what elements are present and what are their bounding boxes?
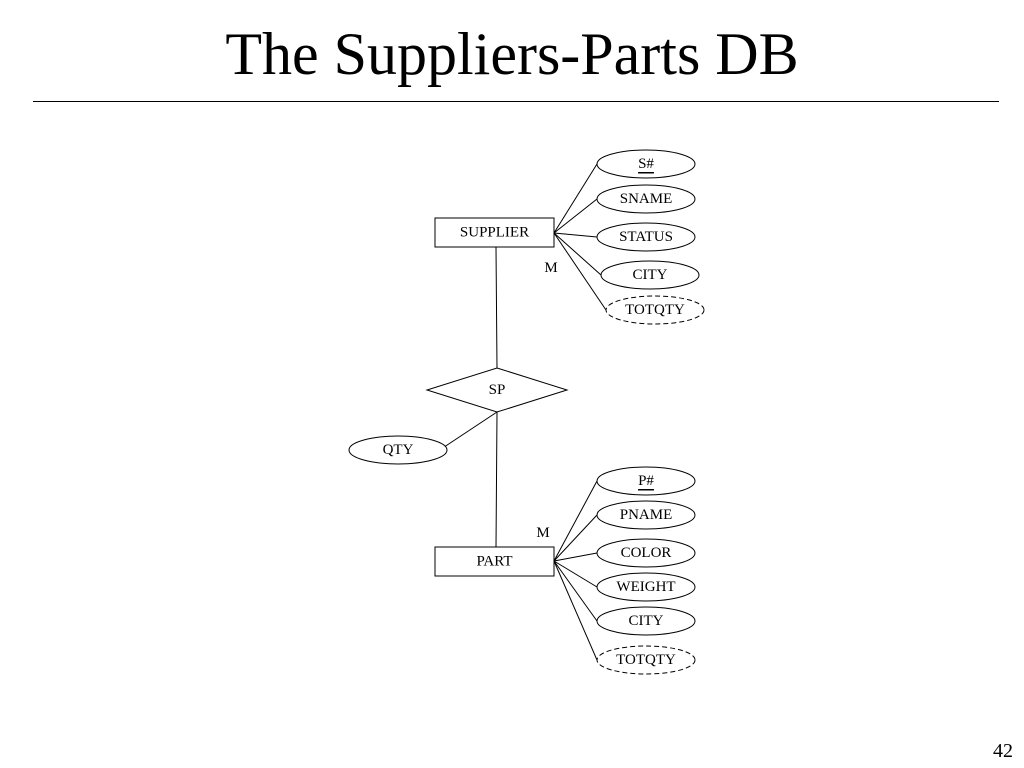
connector-s-city [553, 232, 602, 276]
cardinality-part-sp-label: M [536, 525, 549, 541]
slide-title: The Suppliers-Parts DB [225, 21, 799, 87]
attribute-pname-ellipse [596, 500, 696, 530]
entity-supplier-box [434, 217, 555, 248]
attribute-p-city-ellipse [596, 606, 696, 636]
attribute-pname-label: PNAME [620, 507, 673, 523]
attribute-p-totqty-label: TOTQTY [616, 652, 676, 668]
attribute-s-num-label: S# [638, 156, 654, 172]
relationship-sp-diamond [425, 367, 569, 413]
entity-part-label: PART [476, 554, 512, 570]
attribute-color-label: COLOR [621, 545, 672, 561]
entity-supplier-label: SUPPLIER [460, 225, 529, 241]
page-number: 42 [993, 740, 1013, 762]
attribute-weight-ellipse [596, 572, 696, 602]
attribute-p-num-ellipse [596, 466, 696, 496]
attribute-p-totqty-ellipse [596, 645, 696, 675]
attribute-weight-label: WEIGHT [616, 579, 675, 595]
attribute-s-totqty-ellipse [605, 295, 705, 325]
connector-p-city [553, 560, 598, 622]
connector-color [553, 552, 598, 562]
connector-sname [553, 198, 598, 234]
attribute-sname-ellipse [596, 184, 696, 214]
attribute-status-ellipse [596, 222, 696, 252]
connector-s-totqty [553, 232, 607, 311]
title-divider [33, 101, 999, 102]
attribute-s-city-label: CITY [633, 267, 668, 283]
connector-qty [439, 411, 498, 451]
attribute-sname-label: SNAME [620, 191, 673, 207]
attribute-p-num-label: P# [638, 473, 654, 489]
connector-pname [553, 514, 598, 562]
attribute-s-city-ellipse [600, 260, 700, 290]
attribute-s-totqty-label: TOTQTY [625, 302, 685, 318]
connector-p-num [553, 480, 598, 562]
cardinality-supplier-sp-label: M [544, 260, 557, 276]
connector-s-num [553, 163, 598, 234]
connector-sp-part [495, 411, 498, 548]
connector-p-totqty [553, 560, 598, 661]
attribute-s-num-ellipse [596, 149, 696, 179]
attribute-qty-label: QTY [383, 442, 414, 458]
attribute-p-city-label: CITY [629, 613, 664, 629]
attribute-status-label: STATUS [619, 229, 673, 245]
attribute-qty-ellipse [348, 435, 448, 465]
connector-supplier-sp [495, 246, 498, 369]
attribute-color-ellipse [596, 538, 696, 568]
connector-weight [553, 560, 598, 588]
connector-status [553, 232, 598, 238]
relationship-sp-label: SP [489, 382, 506, 398]
entity-part-box [434, 546, 555, 577]
